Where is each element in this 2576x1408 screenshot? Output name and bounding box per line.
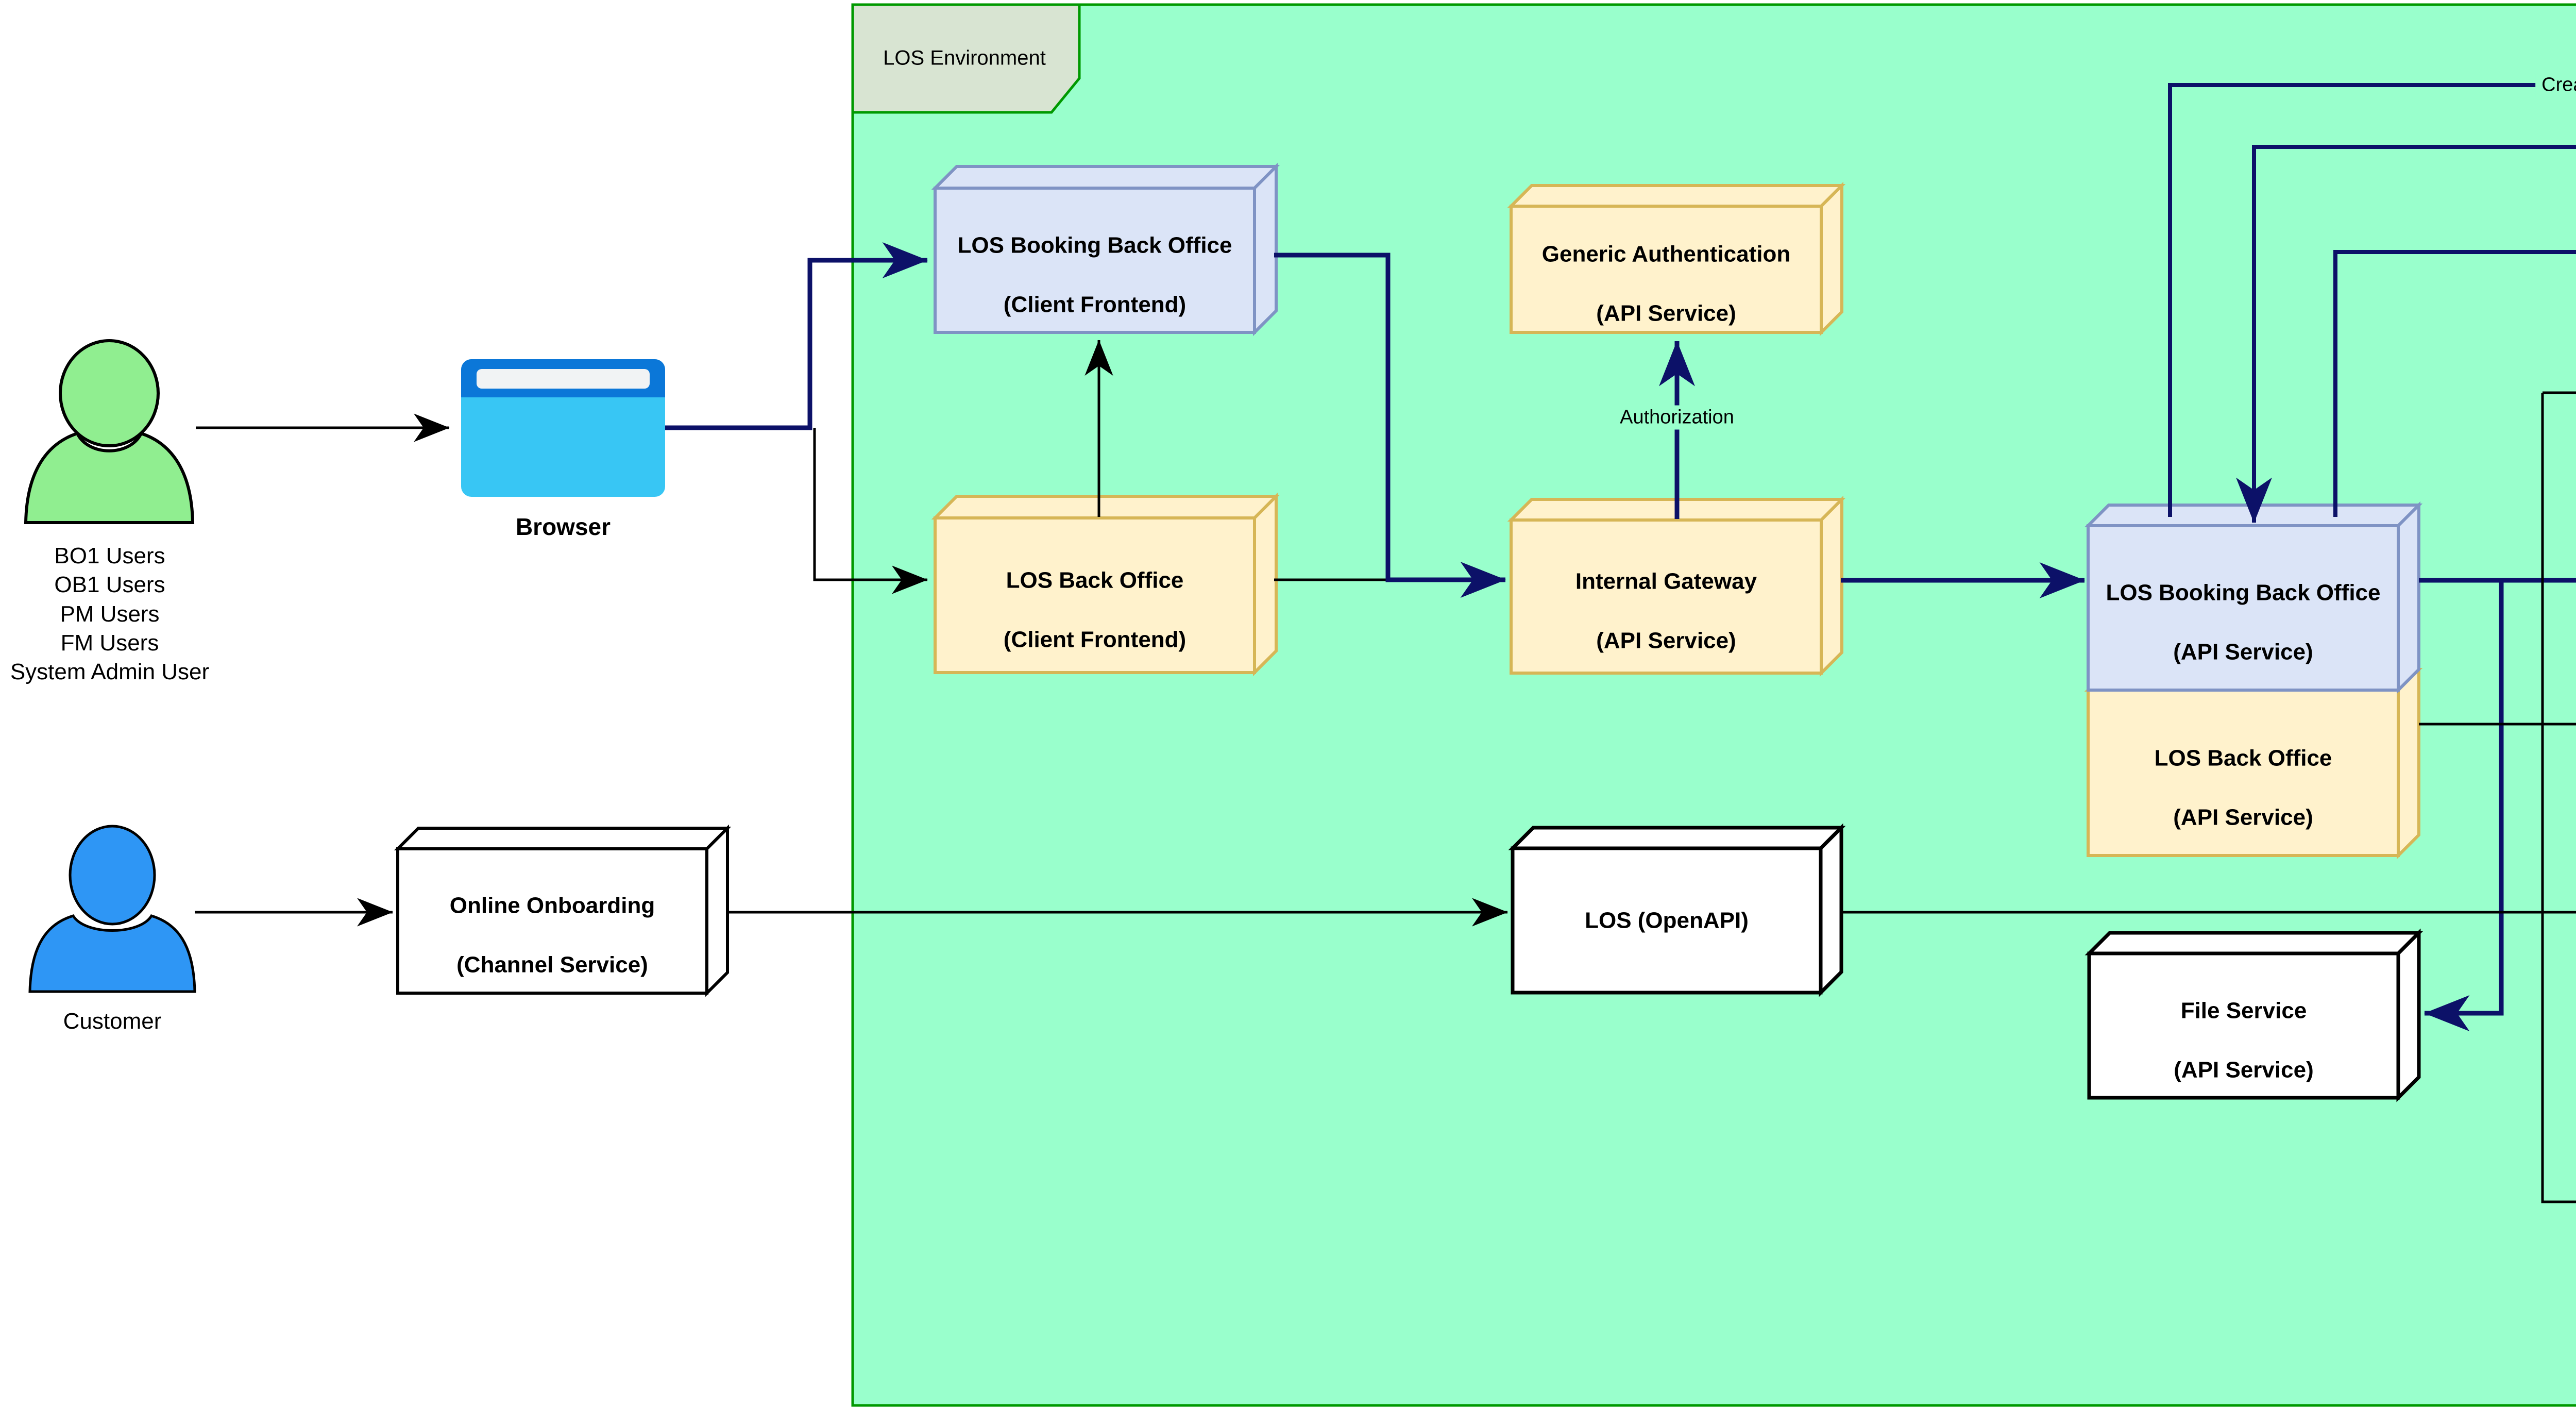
los-backoffice-fe-title: LOS Back Office <box>1006 567 1184 593</box>
browser-icon <box>461 359 665 497</box>
los-booking-api-label: LOS Booking Back Office (API Service) <box>2106 549 2381 667</box>
internal-gateway-title: Internal Gateway <box>1575 568 1757 594</box>
edge-evaluate-prescreen <box>2333 250 2576 517</box>
edge-label-authorization: Authorization <box>1614 405 1740 430</box>
file-service-title: File Service <box>2180 998 2307 1024</box>
los-backoffice-fe-label: LOS Back Office (Client Frontend) <box>1004 537 1186 655</box>
edge-callback-oa-result <box>2236 145 2576 523</box>
los-booking-backoffice-frontend-node <box>931 162 1280 337</box>
los-backoffice-frontend-node <box>931 492 1280 677</box>
browser-topbar <box>461 359 665 397</box>
browser-urlbar <box>477 369 650 389</box>
file-service-subtitle: (API Service) <box>2174 1057 2314 1083</box>
edge-booking-fe-to-gateway <box>1274 253 1506 598</box>
online-onboarding-subtitle: (Channel Service) <box>456 952 648 978</box>
generic-auth-subtitle: (API Service) <box>1596 300 1736 326</box>
admin-users-actor-icon <box>24 339 195 524</box>
los-backoffice-fe-subtitle: (Client Frontend) <box>1003 627 1187 652</box>
online-onboarding-node <box>394 824 732 997</box>
generic-auth-title: Generic Authentication <box>1541 241 1791 267</box>
internal-gateway-label: Internal Gateway (API Service) <box>1575 538 1757 656</box>
internal-gateway-subtitle: (API Service) <box>1596 628 1736 653</box>
online-onboarding-label: Online Onboarding (Channel Service) <box>450 862 655 980</box>
edge-label-create-oa: Create OA Work Order <box>2535 73 2576 97</box>
online-onboarding-title: Online Onboarding <box>449 893 655 918</box>
file-service-label: File Service (API Service) <box>2174 967 2313 1085</box>
customer-actor-icon <box>28 825 196 993</box>
los-booking-fe-label: LOS Booking Back Office (Client Frontend… <box>958 202 1232 320</box>
edge-browser-to-booking-frontend <box>665 242 928 430</box>
edge-create-oa-work-order <box>2168 83 2576 517</box>
los-openapi-node <box>1508 823 1846 997</box>
environment-label-tab <box>851 3 1081 114</box>
los-backoffice-api-title: LOS Back Office <box>2154 745 2332 771</box>
los-booking-api-title: LOS Booking Back Office <box>2106 580 2381 606</box>
los-backoffice-api-label: LOS Back Office (API Service) <box>2155 714 2332 832</box>
los-booking-api-subtitle: (API Service) <box>2173 639 2313 665</box>
los-backoffice-api-subtitle: (API Service) <box>2173 804 2313 830</box>
los-booking-fe-subtitle: (Client Frontend) <box>1003 292 1187 317</box>
edge-browser-to-backoffice-frontend <box>813 428 928 594</box>
internal-gateway-node <box>1507 495 1846 677</box>
file-service-node <box>2084 928 2424 1102</box>
environment-label: LOS Environment <box>883 46 1046 70</box>
los-openapi-label: LOS (OpenAPI) <box>1585 908 1749 933</box>
customer-label: Customer <box>63 1008 162 1034</box>
los-booking-fe-title: LOS Booking Back Office <box>957 232 1232 258</box>
generic-auth-label: Generic Authentication (API Service) <box>1542 210 1790 328</box>
generic-authentication-node <box>1507 181 1846 337</box>
browser-label: Browser <box>515 513 611 540</box>
admin-users-label: BO1 Users OB1 Users PM Users FM Users Sy… <box>10 543 210 685</box>
edge-to-cache <box>2541 393 2576 1203</box>
